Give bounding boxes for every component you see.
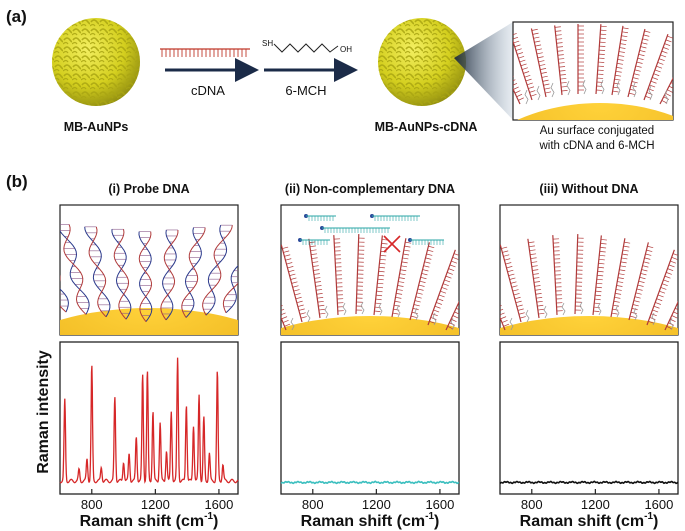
mb-aunp-cdna-particle xyxy=(378,18,466,106)
mch-molecule-icon: SH OH xyxy=(262,39,352,54)
spectrum-noncomplementary-dna: 800 1200 1600 xyxy=(280,341,460,512)
spectrum-frame xyxy=(499,341,679,495)
svg-text:Raman shift (cm-1): Raman shift (cm-1) xyxy=(520,511,659,530)
spectrum-frame xyxy=(280,341,460,495)
spectrum-probe-dna: 800 1200 1600 xyxy=(59,341,239,512)
inset-caption-line1: Au surface conjugated xyxy=(540,125,654,137)
panel-b-label: (b) xyxy=(6,172,28,191)
panel-a-label: (a) xyxy=(6,7,27,26)
step1-cdna-label: cDNA xyxy=(191,83,225,98)
spectrum-without-dna: 800 1200 1600 xyxy=(499,341,679,512)
x-tick-label: 1600 xyxy=(644,497,673,512)
mb-aunp-particle xyxy=(52,18,140,106)
noncomplementary-strands xyxy=(281,214,459,331)
svg-text:Raman shift (cm-1): Raman shift (cm-1) xyxy=(80,511,219,530)
inset-dna-strands xyxy=(513,24,673,105)
probe-duplex-strands xyxy=(60,224,238,322)
spectrum-line xyxy=(499,480,679,485)
without-dna-illustration xyxy=(499,204,679,336)
title-noncomplementary-dna: (ii) Non-complementary DNA xyxy=(285,182,455,196)
cdna-strand-icon xyxy=(160,48,250,57)
svg-text:Raman shift (cm-1): Raman shift (cm-1) xyxy=(301,511,440,530)
x-tick-label: 800 xyxy=(81,497,103,512)
x-tick-label: 1200 xyxy=(581,497,610,512)
x-axis-label-1: Raman shift (cm-1) xyxy=(80,511,219,530)
sh-group-label: SH xyxy=(262,39,273,48)
step2-mch-label: 6-MCH xyxy=(285,83,326,98)
x-tick-label: 800 xyxy=(521,497,543,512)
x-tick-label: 800 xyxy=(302,497,324,512)
x-tick-label: 1600 xyxy=(425,497,454,512)
surface-strands xyxy=(500,234,678,331)
zoom-cone xyxy=(454,22,513,120)
inset-caption-line2: with cDNA and 6-MCH xyxy=(538,140,654,152)
mb-aunps-cdna-label: MB-AuNPs-cDNA xyxy=(375,120,478,134)
spectrum-line xyxy=(280,480,460,485)
x-tick-label: 1200 xyxy=(141,497,170,512)
title-probe-dna: (i) Probe DNA xyxy=(108,182,189,196)
mb-aunps-label: MB-AuNPs xyxy=(64,120,129,134)
x-axis-label-2: Raman shift (cm-1) xyxy=(301,511,440,530)
y-axis-label: Raman intensity xyxy=(35,350,52,474)
title-without-dna: (iii) Without DNA xyxy=(539,182,638,196)
oh-group-label: OH xyxy=(340,45,352,54)
x-tick-label: 1600 xyxy=(204,497,233,512)
noncomplementary-dna-illustration xyxy=(280,204,460,336)
x-tick-label: 1200 xyxy=(362,497,391,512)
x-axis-label-3: Raman shift (cm-1) xyxy=(520,511,659,530)
spectrum-line xyxy=(59,357,239,484)
